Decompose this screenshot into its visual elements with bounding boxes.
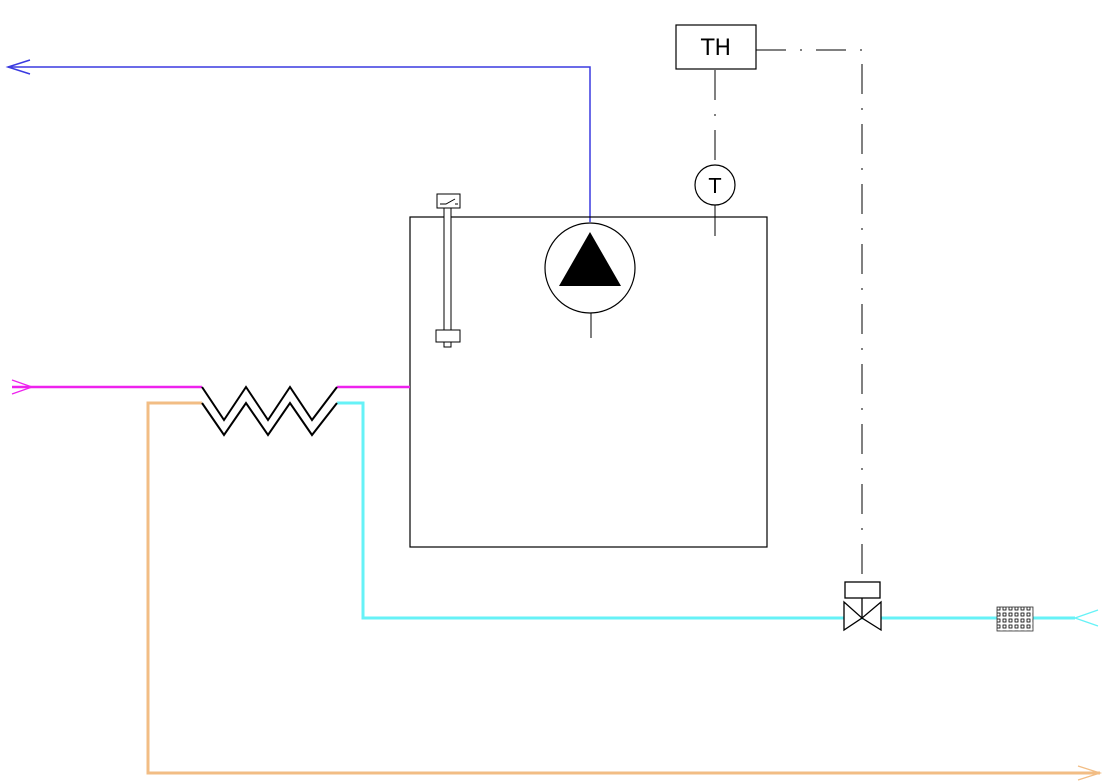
cold-water-arrow-icon [1073, 609, 1099, 627]
controller: TH [675, 24, 757, 70]
temperature-sensor: T [694, 164, 736, 236]
tank [409, 216, 768, 548]
hot-inlet-line [11, 379, 410, 395]
level-switch-icon [435, 193, 461, 348]
temperature-sensor-label: T [708, 174, 722, 198]
return-arrow-icon [1077, 765, 1103, 781]
cold-water-line [337, 401, 1099, 627]
strainer-icon [996, 606, 1034, 632]
supply-line [5, 59, 591, 222]
controller-label: TH [700, 36, 731, 61]
signal-line [714, 49, 863, 582]
hot-inlet-arrow-icon [11, 379, 34, 395]
return-line [146, 401, 1103, 781]
supply-arrow-icon [5, 59, 31, 75]
pump-icon [544, 222, 636, 338]
heat-exchanger-icon [201, 385, 338, 437]
control-valve-icon [843, 581, 882, 632]
